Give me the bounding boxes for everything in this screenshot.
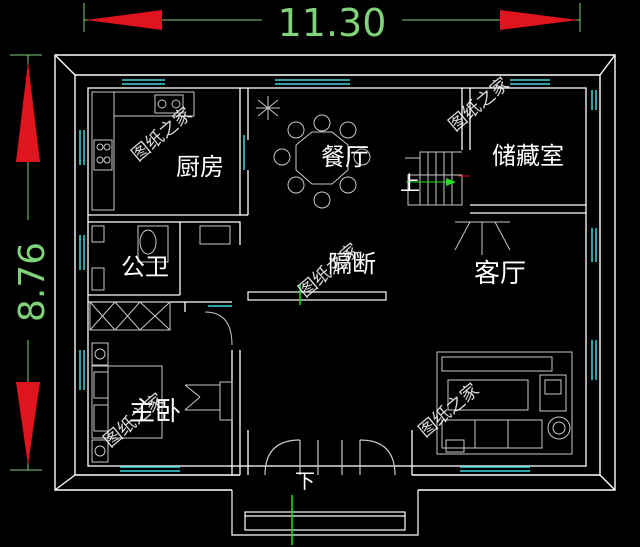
plant-icon — [256, 96, 280, 120]
width-arrow-left — [86, 10, 162, 30]
height-arrow-bottom — [16, 382, 40, 465]
kitchen-fixtures — [91, 91, 195, 211]
exterior-walls — [54, 54, 616, 491]
width-dimension-label: 11.30 — [278, 1, 387, 45]
room-label-partition: 隔断 — [328, 250, 376, 278]
sofa-set — [436, 351, 573, 455]
bathroom-fixtures — [91, 225, 231, 291]
width-dimension: 11.30 — [83, 1, 581, 45]
room-label-bathroom: 公卫 — [121, 253, 169, 281]
width-arrow-right — [500, 10, 578, 30]
staircase — [405, 151, 470, 206]
watermark-5: 图纸之家 — [415, 379, 484, 441]
height-dimension: 8.76 — [4, 54, 53, 471]
partition-screen — [247, 285, 387, 305]
height-arrow-top — [16, 62, 40, 162]
dining-table — [256, 96, 371, 209]
windows — [79, 79, 597, 472]
stair-up-label: 上 — [400, 171, 420, 195]
room-label-living: 客厅 — [474, 259, 526, 289]
room-label-dining: 餐厅 — [321, 143, 369, 171]
room-label-master-bedroom: 主卧 — [129, 397, 181, 427]
room-label-kitchen: 厨房 — [176, 153, 224, 181]
bedroom-fixtures — [89, 301, 233, 463]
height-dimension-label: 8.76 — [12, 242, 53, 322]
entry-down-label: 下 — [295, 469, 315, 493]
entrance — [231, 439, 419, 536]
ceiling-lamp-icon — [454, 221, 511, 255]
room-label-storage: 储藏室 — [492, 142, 564, 170]
watermark-3: 图纸之家 — [445, 73, 514, 135]
